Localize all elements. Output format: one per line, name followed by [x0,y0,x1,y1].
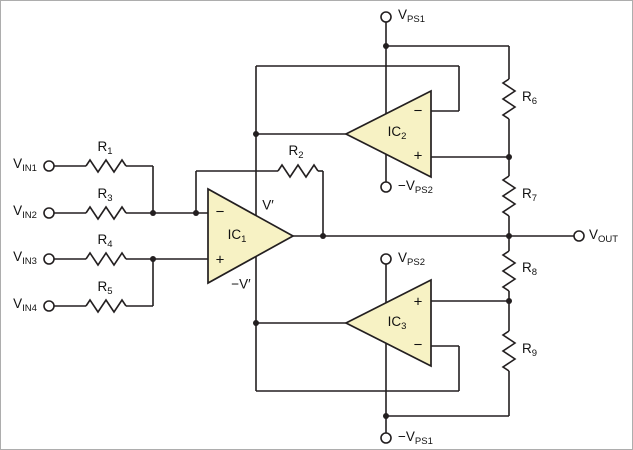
junction-dot [320,233,326,239]
r9-label: R9 [522,340,538,359]
resistor-r9 [501,330,517,372]
opamps [207,89,432,368]
junction-dot [150,256,156,262]
neg-v-prime-label: −V′ [231,276,251,292]
ic1-noninverting-input-sign: + [215,251,225,269]
vps2-label: VPS2 [398,249,425,268]
vps1-label: VPS1 [398,6,425,25]
junction-dot [253,320,259,326]
resistor-r2 [277,163,319,179]
opamp-ic1 [207,187,295,285]
terminal-vout [573,230,585,242]
terminals [43,11,585,444]
ic2-inverting-input-sign: − [413,102,423,120]
terminal-vin2 [43,207,55,219]
junction-dot [506,154,512,160]
resistor-r7 [501,175,517,217]
junction-dot [253,131,259,137]
r7-label: R7 [522,185,538,204]
r6-label: R6 [522,88,538,107]
resistor-r8 [501,250,517,292]
terminal-neg-vps1 [380,432,392,444]
v-prime-label: V′ [262,197,274,213]
junction-dot [506,298,512,304]
junction-dot [383,43,389,49]
resistors [85,78,517,372]
ic2-noninverting-input-sign: + [413,147,423,165]
wire-segments [54,22,574,433]
resistor-r3 [85,205,127,221]
ic2-label: IC2 [387,123,407,142]
resistor-r1 [85,158,127,174]
resistor-r4 [85,251,127,267]
ic3-inverting-input-sign: − [413,336,423,354]
junction-dot [383,413,389,419]
junction-dot [150,210,156,216]
r1-label: R1 [97,138,113,157]
r3-label: R3 [97,185,113,204]
opamp-ic2 [344,89,432,179]
terminal-vin1 [43,160,55,172]
ic3-noninverting-input-sign: + [413,293,423,311]
ic1-label: IC1 [227,226,247,245]
terminal-vin3 [43,253,55,265]
neg-vps2-label: −VPS2 [398,177,433,196]
opamp-ic3 [344,278,432,368]
vin4-label: VIN4 [13,295,37,314]
r5-label: R5 [97,278,113,297]
terminal-vps2 [380,253,392,265]
junction-dot [506,233,512,239]
terminal-vin4 [43,300,55,312]
terminal-neg-vps2 [380,181,392,193]
vin3-label: VIN3 [13,248,37,267]
neg-vps1-label: −VPS1 [398,428,433,447]
r2-label: R2 [288,142,304,161]
ic3-label: IC3 [387,313,407,332]
vout-label: VOUT [589,226,619,245]
terminal-vps1 [380,11,392,23]
ic1-inverting-input-sign: − [215,203,225,221]
vin1-label: VIN1 [13,155,37,174]
resistor-r6 [501,78,517,120]
vin2-label: VIN2 [13,202,37,221]
resistor-r5 [85,298,127,314]
r4-label: R4 [97,231,113,250]
junction-dot [193,210,199,216]
r8-label: R8 [522,259,538,278]
junction-dots [150,43,512,419]
